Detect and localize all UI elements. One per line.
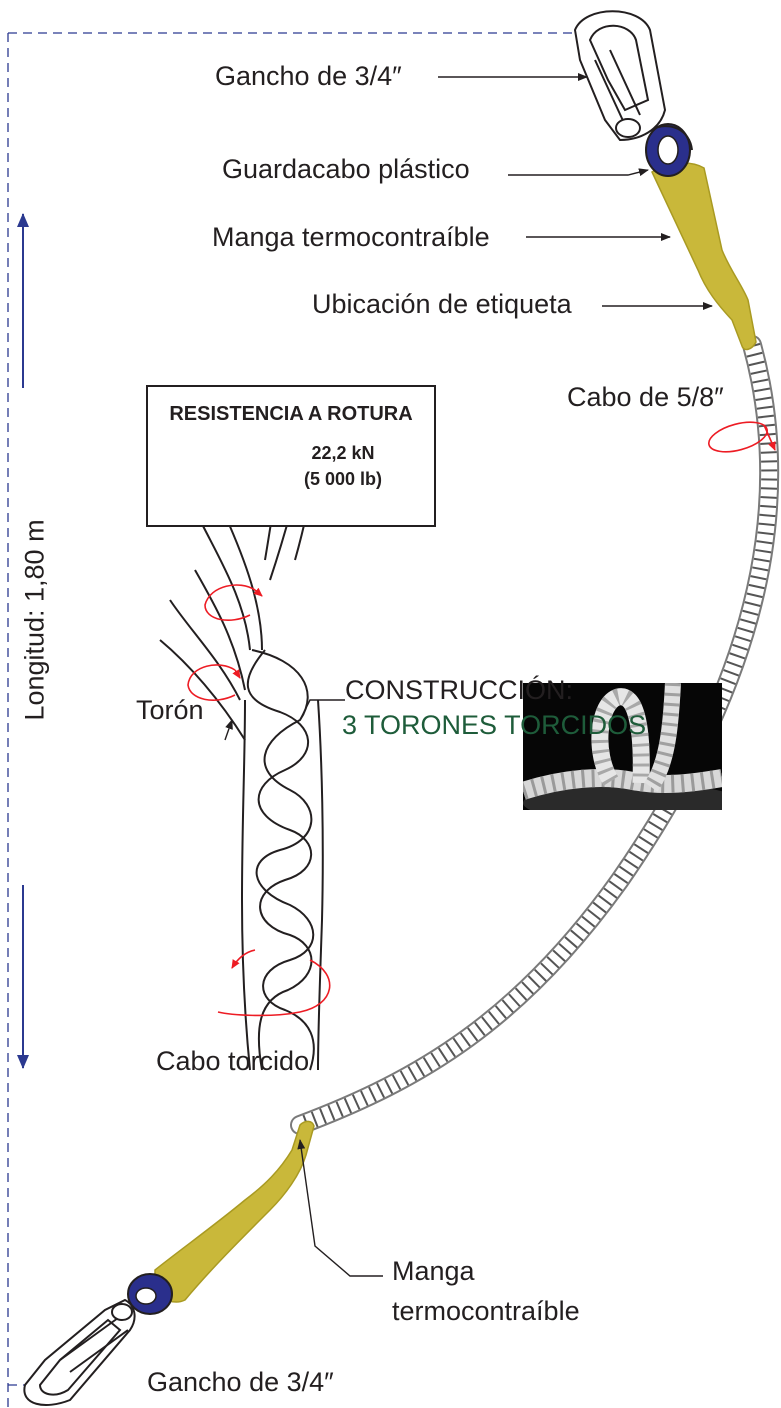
label-sleeve-bottom-line2: termocontraíble bbox=[392, 1296, 580, 1326]
breaking-strength-value-kn: 22,2 kN bbox=[311, 443, 375, 463]
label-twisted-rope: Cabo torcido bbox=[156, 1046, 310, 1076]
snap-hook-top bbox=[573, 10, 667, 142]
heat-shrink-sleeve-bottom bbox=[154, 1120, 315, 1303]
callout-lines bbox=[224, 73, 713, 1277]
label-sleeve-bottom-line1: Manga bbox=[392, 1256, 475, 1286]
snap-hook-bottom bbox=[23, 1298, 136, 1406]
label-length: Longitud: 1,80 m bbox=[19, 519, 50, 721]
thimble-bottom bbox=[127, 1273, 173, 1315]
breaking-strength-title: RESISTENCIA A ROTURA bbox=[169, 403, 413, 425]
breaking-strength-box: RESISTENCIA A ROTURA 22,2 kN (5 000 lb) bbox=[146, 385, 436, 527]
label-tag-location: Ubicación de etiqueta bbox=[312, 289, 572, 319]
breaking-strength-value-lb: (5 000 lb) bbox=[303, 469, 383, 489]
label-construction-detail: 3 TORONES TORCIDOS bbox=[342, 710, 647, 740]
label-construction-title: CONSTRUCCIÓN: bbox=[345, 675, 573, 705]
label-thimble: Guardacabo plástico bbox=[222, 154, 470, 184]
rope-knot-photo bbox=[523, 683, 722, 810]
label-hook-top: Gancho de 3/4″ bbox=[215, 61, 402, 91]
thimble-top bbox=[645, 123, 693, 177]
heat-shrink-sleeve-top bbox=[651, 162, 757, 351]
label-strand: Torón bbox=[136, 695, 204, 725]
rope-main bbox=[290, 335, 780, 1135]
label-rope: Cabo de 5/8″ bbox=[567, 382, 724, 412]
label-hook-bottom: Gancho de 3/4″ bbox=[147, 1367, 334, 1397]
rope-twist-indicator bbox=[708, 421, 776, 453]
label-sleeve-top: Manga termocontraíble bbox=[212, 222, 490, 252]
